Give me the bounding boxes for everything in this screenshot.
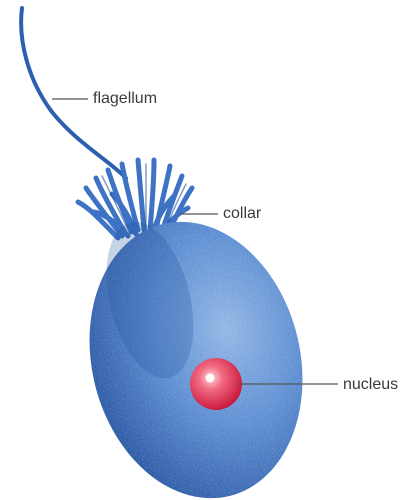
nucleus-shape	[190, 358, 242, 410]
cell-body	[61, 199, 331, 500]
collar-label: collar	[223, 206, 261, 222]
nucleus-label: nucleus	[343, 377, 398, 393]
flagellum-label: flagellum	[93, 91, 157, 107]
